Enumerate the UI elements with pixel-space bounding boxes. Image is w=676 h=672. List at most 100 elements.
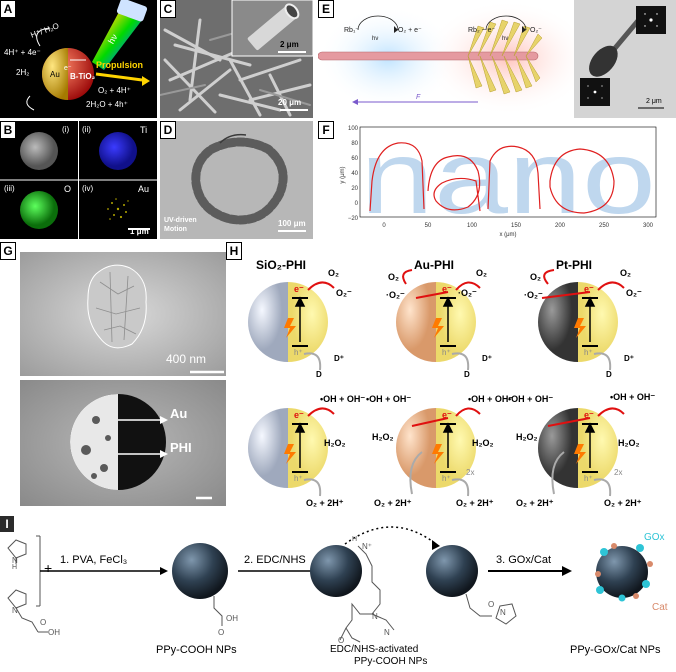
panel-b-o: O [64,184,72,194]
panel-d-caption-2: Motion [164,226,187,233]
panel-c: C 2 μm 20 μm [160,0,313,118]
panel-e-hv1: hν [372,36,379,42]
panel-g-label: G [0,242,16,260]
panel-h-dp: D⁺ [482,354,492,363]
panel-g-phi: PHI [170,440,192,455]
panel-f-ytick: −20 [348,216,359,222]
panel-h-o2m: ·O₂⁻ [524,290,543,300]
panel-i-n-edc-2: N [384,628,390,637]
panel-i: I [0,516,676,672]
panel-h-d: D [606,370,612,379]
panel-h-oh: •OH + OH⁻ [610,392,656,402]
panel-h-h2o2: H₂O₂ [472,438,494,448]
panel-i-n2: N [12,606,18,615]
panel-h-o2m: ·O₂⁻ [458,288,477,298]
panel-e-label: E [318,0,334,18]
panel-h-h: h⁺ [584,348,593,357]
panel-b-eds-maps [0,121,157,239]
panel-h-h2o2: H₂O₂ [516,432,538,442]
panel-i-n-edc-1: N [372,612,378,621]
panel-c-scale-main: 20 μm [278,98,302,107]
panel-f-xtick: 200 [555,223,566,229]
panel-h-oh: •OH + OH⁻ [508,394,554,404]
panel-g: G 400 nm Au PHI [0,242,226,514]
panel-e-force: F [416,94,421,101]
panel-i-step2: 2. EDC/NHS [244,554,306,566]
panel-h-o2m: O₂⁻ [626,288,642,298]
panel-i-caption-3: PPy-GOx/Cat NPs [570,644,661,656]
panel-f-xtick: 300 [643,223,654,229]
panel-h-h: h⁺ [584,474,593,483]
panel-h-h: h⁺ [442,474,451,483]
panel-f: F nano 100 80 60 40 20 0 −20 0 50 100 15… [318,121,676,239]
panel-a-e: e⁻ [64,65,72,72]
panel-h-e: e⁻ [442,410,452,420]
panel-h-oh: •OH + OH⁻ [366,394,412,404]
panel-f-xtick: 100 [467,223,478,229]
panel-h-h: h⁺ [294,474,303,483]
panel-h-e: e⁻ [584,410,594,420]
panel-i-n-nhs: N [500,608,506,617]
panel-a-4h-4e: 4H⁺ + 4e⁻ [4,48,41,57]
panel-h-o2h: O₂ + 2H⁺ [516,498,554,508]
panel-h-o2h: O₂ + 2H⁺ [456,498,494,508]
panel-d-label: D [160,121,176,139]
panel-i-h: H [12,564,18,571]
panel-i-h-edc: H [352,536,358,543]
panel-a-propulsion: Propulsion [96,60,143,70]
panel-b-iii: (iii) [4,184,15,193]
panel-i-n1: N [12,556,18,565]
panel-f-xtick: 50 [425,223,432,229]
panel-a-illustration [26,0,150,111]
panel-h-title-au: Au-PHI [414,258,454,272]
panel-a-2h2o: 2H₂O + 4h⁺ [86,100,128,109]
panel-a-o2: O₂ + 4H⁺ [98,86,131,95]
panel-h-o2: O₂ [388,272,399,282]
panel-h-excitation-arrows [294,296,596,468]
panel-i-step1: 1. PVA, FeCl₃ [60,554,128,566]
panel-b-ii: (ii) [82,125,91,134]
panel-h-e: e⁻ [294,284,304,294]
panel-a-2h2: 2H₂ [16,68,30,77]
panel-e-illustration [318,0,676,118]
panel-h-e: e⁻ [442,284,452,294]
panel-h-dp: D⁺ [334,354,344,363]
panel-b-ti: Ti [140,125,148,135]
panel-h-e: e⁻ [584,284,594,294]
panel-b-iv: (iv) [82,184,94,193]
panel-h-dp: D⁺ [624,354,634,363]
panel-d-scale: 100 μm [278,219,306,228]
panel-i-step3: 3. GOx/Cat [496,554,552,566]
panel-e-scale: 2 μm [646,98,662,105]
panel-b-au: Au [138,184,150,194]
panel-i-np-4 [596,546,648,598]
panel-h: H [226,242,676,514]
panel-a-label: A [0,0,16,18]
panel-i-o-4: O [488,600,495,609]
panel-f-ytick: 60 [351,156,358,162]
panel-i-synthesis-scheme [7,526,653,643]
panel-i-label: I [0,516,14,532]
panel-h-o2m: ·O₂⁻ [386,290,405,300]
panel-h-h: h⁺ [442,348,451,357]
panel-d: D UV-driven Motion 100 μm [160,121,313,239]
panel-i-np-1 [172,543,228,599]
panel-h-oh: •OH + OH⁻ [468,394,514,404]
panel-f-nano-trajectory: nano 100 80 60 40 20 0 −20 0 50 100 150 … [340,121,657,238]
panel-f-ytick: 0 [355,201,359,207]
panel-h-x2: 2x [466,468,475,477]
panel-h-particles [248,282,618,488]
panel-d-trajectory-image [160,121,313,239]
panel-h-e: e⁻ [294,410,304,420]
panel-i-cat: Cat [652,602,668,613]
panel-e-rb2: Rb₂ − e⁻ [468,27,496,34]
panel-f-xticks: 0 50 100 150 200 250 300 [382,223,653,229]
panel-b-label: B [0,121,16,139]
panel-e-o2m: O₂⁻ [530,27,542,34]
panel-i-np-2 [310,545,362,597]
panel-h-mechanism [248,269,625,497]
panel-b-i: (i) [62,125,70,134]
panel-i-oh-1: OH [48,628,60,637]
panel-h-title-pt: Pt-PHI [556,258,592,272]
panel-d-caption-1: UV-driven [164,217,197,224]
